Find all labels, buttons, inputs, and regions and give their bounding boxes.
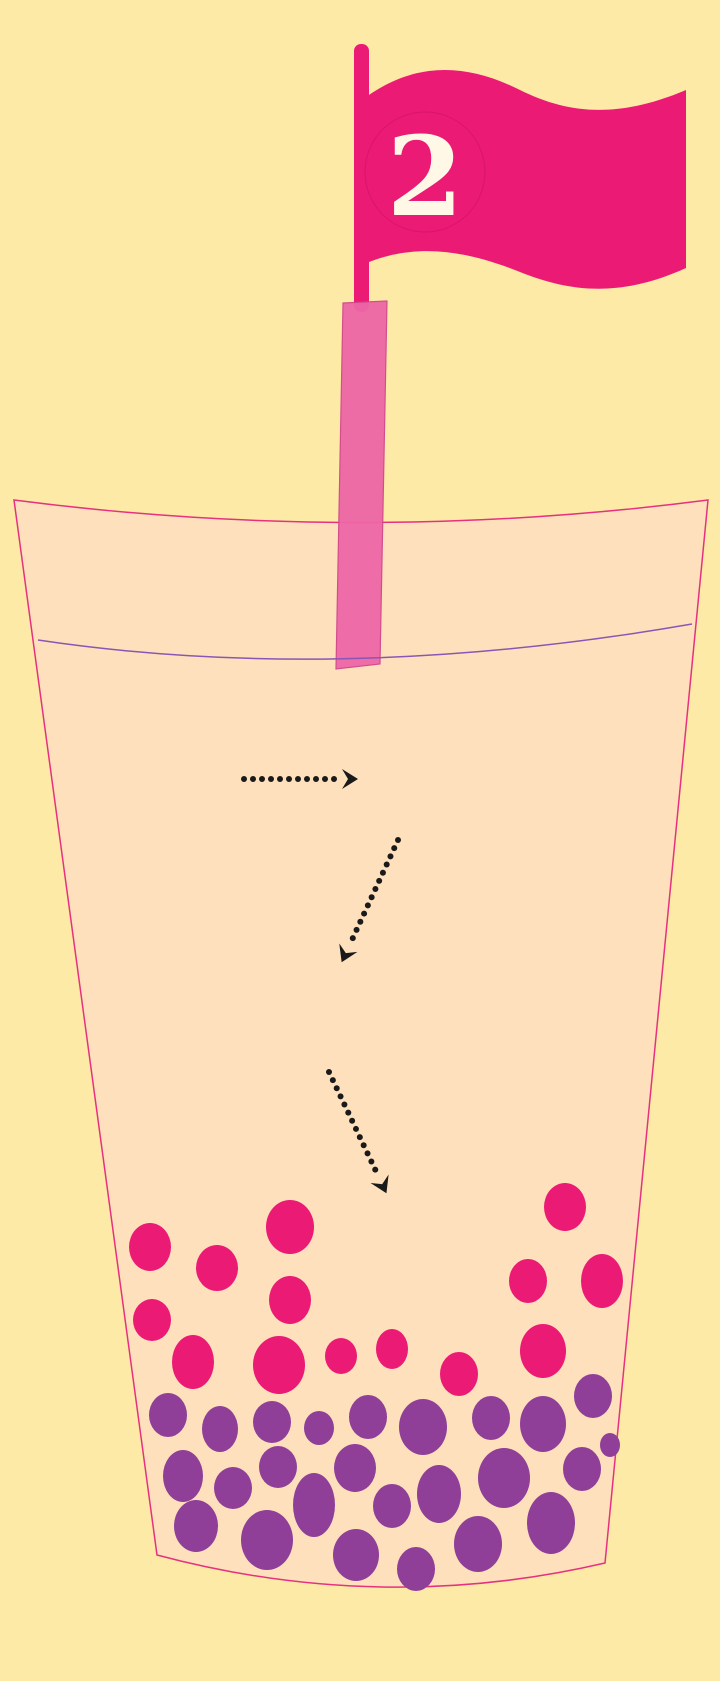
pink-pearl: [520, 1324, 566, 1378]
purple-pearl: [454, 1516, 502, 1572]
purple-pearl: [214, 1467, 252, 1509]
arrow-dot: [345, 1109, 352, 1116]
pink-pearl: [269, 1276, 311, 1324]
pink-pearl: [196, 1245, 238, 1291]
purple-pearl: [397, 1547, 435, 1591]
arrow-dot: [361, 910, 368, 917]
arrow-dot: [376, 877, 383, 884]
arrow-dot: [337, 1093, 344, 1100]
purple-pearl: [304, 1411, 334, 1445]
arrow-dot: [322, 776, 328, 782]
arrow-dot: [356, 1134, 363, 1141]
arrow-dot: [349, 1117, 356, 1124]
arrow-dot: [304, 776, 310, 782]
flag-pole: [354, 44, 369, 312]
arrow-dot: [387, 853, 394, 860]
pink-pearls: [129, 1183, 623, 1396]
purple-pearl: [472, 1396, 510, 1440]
purple-pearl: [478, 1448, 530, 1508]
arrow-dot: [341, 1101, 348, 1108]
purple-pearl: [253, 1401, 291, 1443]
arrow-dot: [333, 1085, 340, 1092]
arrow-dot: [259, 776, 265, 782]
arrow-dot: [268, 776, 274, 782]
arrow-dot: [368, 894, 375, 901]
purple-pearl: [527, 1492, 575, 1554]
arrowhead: [339, 943, 358, 963]
arrow-dot: [372, 1166, 379, 1173]
pink-pearl: [133, 1299, 171, 1341]
purple-pearl: [202, 1406, 238, 1452]
pink-pearl: [325, 1338, 357, 1374]
dotted-arrow: [339, 837, 401, 963]
arrow-dot: [331, 776, 337, 782]
purple-pearl: [600, 1433, 620, 1457]
arrows: [241, 769, 401, 1194]
arrow-dot: [364, 1150, 371, 1157]
purple-pearl: [174, 1500, 218, 1552]
arrow-dot: [391, 845, 398, 852]
purple-pearl: [259, 1446, 297, 1488]
pink-pearl: [376, 1329, 408, 1369]
cup-body: [13, 499, 709, 1588]
arrow-dot: [277, 776, 283, 782]
purple-pearl: [293, 1473, 335, 1537]
purple-pearl: [574, 1374, 612, 1418]
arrow-dot: [353, 926, 360, 933]
arrow-dot: [250, 776, 256, 782]
pink-pearl: [129, 1223, 171, 1271]
purple-pearl: [149, 1393, 187, 1437]
pink-pearl: [253, 1336, 305, 1394]
purple-pearl: [563, 1447, 601, 1491]
arrow-dot: [286, 776, 292, 782]
arrow-dot: [372, 886, 379, 893]
purple-pearl: [334, 1444, 376, 1492]
pink-pearl: [581, 1254, 623, 1308]
arrow-dot: [379, 869, 386, 876]
purple-pearl: [333, 1529, 379, 1581]
arrow-dot: [349, 935, 356, 942]
pink-pearl: [509, 1259, 547, 1303]
dotted-arrow: [326, 1069, 389, 1194]
purple-pearls: [149, 1374, 620, 1591]
arrow-dot: [295, 776, 301, 782]
flag-number-badge: [364, 111, 486, 233]
arrow-dot: [360, 1142, 367, 1149]
pink-pearl: [266, 1200, 314, 1254]
flag: 2: [354, 44, 686, 312]
purple-pearl: [399, 1399, 447, 1455]
arrow-dot: [329, 1077, 336, 1084]
arrow-dot: [357, 918, 364, 925]
arrow-dot: [241, 776, 247, 782]
purple-pearl: [417, 1465, 461, 1523]
arrow-dot: [395, 837, 401, 843]
purple-pearl: [349, 1395, 387, 1439]
purple-pearl: [163, 1450, 203, 1502]
purple-pearl: [520, 1396, 566, 1452]
purple-pearl: [241, 1510, 293, 1570]
arrowhead: [342, 769, 358, 789]
arrow-dot: [352, 1125, 359, 1132]
dotted-arrow: [241, 769, 358, 789]
purple-pearl: [373, 1484, 411, 1528]
arrow-dot: [383, 861, 390, 868]
straw: [335, 300, 388, 670]
arrow-dot: [364, 902, 371, 909]
arrow-dot: [326, 1069, 332, 1075]
arrow-dot: [368, 1158, 375, 1165]
arrowhead: [370, 1174, 389, 1194]
pink-pearl: [172, 1335, 214, 1389]
pink-pearl: [544, 1183, 586, 1231]
flag-number: 2: [387, 112, 464, 241]
arrow-dot: [313, 776, 319, 782]
liquid-surface-line: [37, 623, 693, 660]
pink-pearl: [440, 1352, 478, 1396]
